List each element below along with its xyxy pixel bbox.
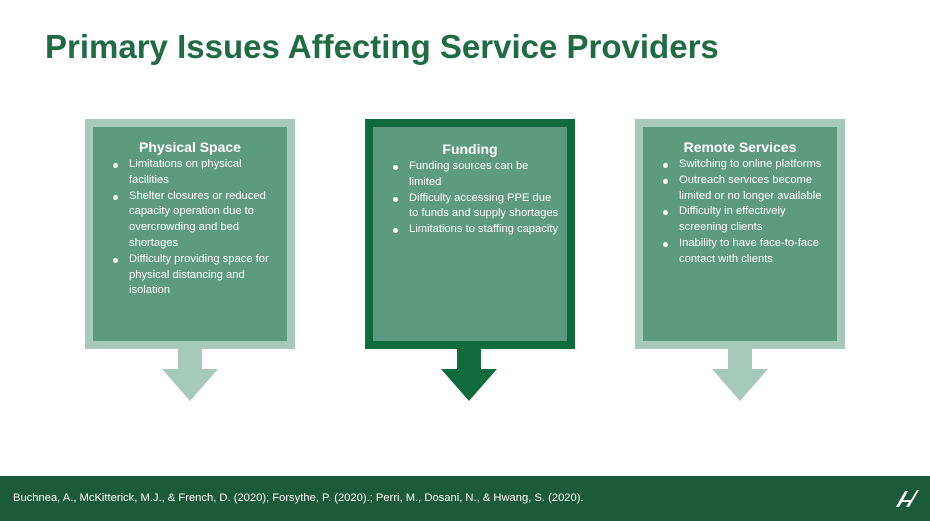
card-physical-space: Physical Space Limitations on physical f… (85, 119, 295, 349)
bullet-item: Switching to online platforms (663, 157, 831, 173)
bullet-item: Difficulty in effectively screening clie… (663, 204, 831, 236)
card-body: Physical Space Limitations on physical f… (93, 127, 287, 341)
citation-text: Buchnea, A., McKitterick, M.J., & French… (13, 492, 584, 504)
down-arrow-icon (162, 349, 218, 401)
card-title: Funding (442, 141, 498, 157)
bullet-item: Limitations on physical facilities (113, 157, 281, 189)
card-remote-services: Remote Services Switching to online plat… (635, 119, 845, 349)
card-funding: Funding Funding sources can be limited D… (365, 119, 575, 349)
bullet-item: Funding sources can be limited (393, 159, 561, 191)
bullet-item: Difficulty providing space for physical … (113, 252, 281, 299)
down-arrow-icon (712, 349, 768, 401)
slide-title: Primary Issues Affecting Service Provide… (45, 28, 719, 65)
bullet-list: Switching to online platforms Outreach s… (649, 157, 831, 268)
bullet-list: Limitations on physical facilities Shelt… (99, 157, 281, 299)
bullet-item: Difficulty accessing PPE due to funds an… (393, 191, 561, 223)
down-arrow-icon (441, 349, 497, 401)
card-title: Physical Space (139, 139, 241, 155)
bullet-item: Outreach services become limited or no l… (663, 173, 831, 205)
bullet-item: Inability to have face-to-face contact w… (663, 236, 831, 268)
card-title: Remote Services (683, 139, 797, 155)
footer-bar: Buchnea, A., McKitterick, M.J., & French… (0, 476, 930, 521)
card-body: Funding Funding sources can be limited D… (373, 127, 567, 341)
bullet-item: Shelter closures or reduced capacity ope… (113, 189, 281, 252)
bullet-item: Limitations to staffing capacity (393, 222, 561, 238)
university-logo-icon (896, 490, 919, 507)
card-body: Remote Services Switching to online plat… (643, 127, 837, 341)
bullet-list: Funding sources can be limited Difficult… (379, 159, 561, 238)
